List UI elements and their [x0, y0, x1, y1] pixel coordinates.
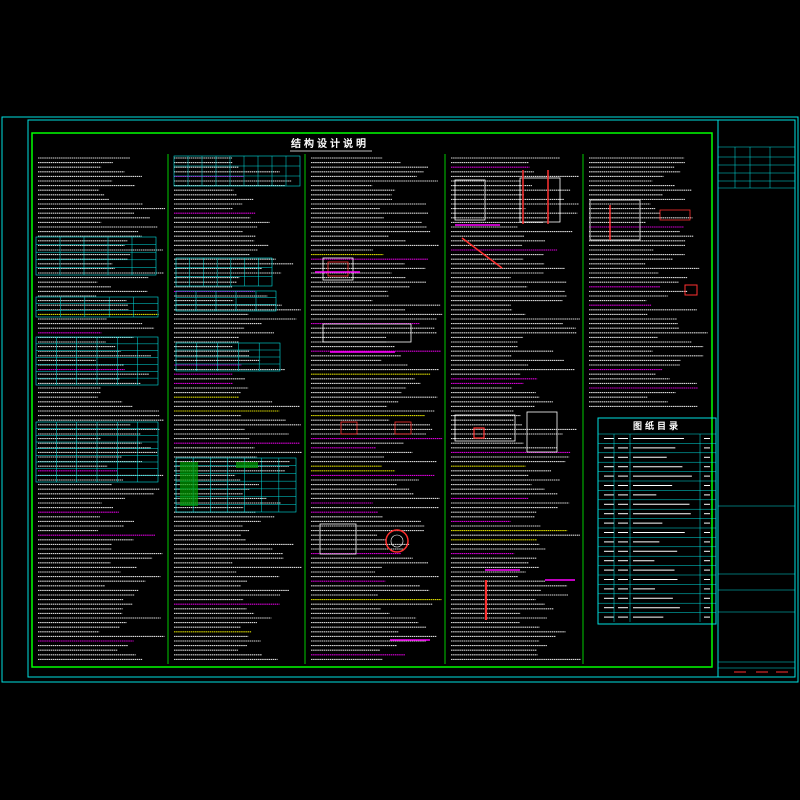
toc-grid: [598, 433, 716, 622]
content-border: [31, 132, 713, 668]
toc-table: [597, 417, 717, 625]
drawing-title: 结构设计说明: [291, 137, 369, 150]
title-block-strip: [717, 119, 796, 678]
title-block: [718, 146, 795, 673]
drawing-detail: [35, 155, 708, 660]
toc-title: 图纸目录: [633, 420, 681, 432]
outer-frame: [1, 116, 799, 683]
